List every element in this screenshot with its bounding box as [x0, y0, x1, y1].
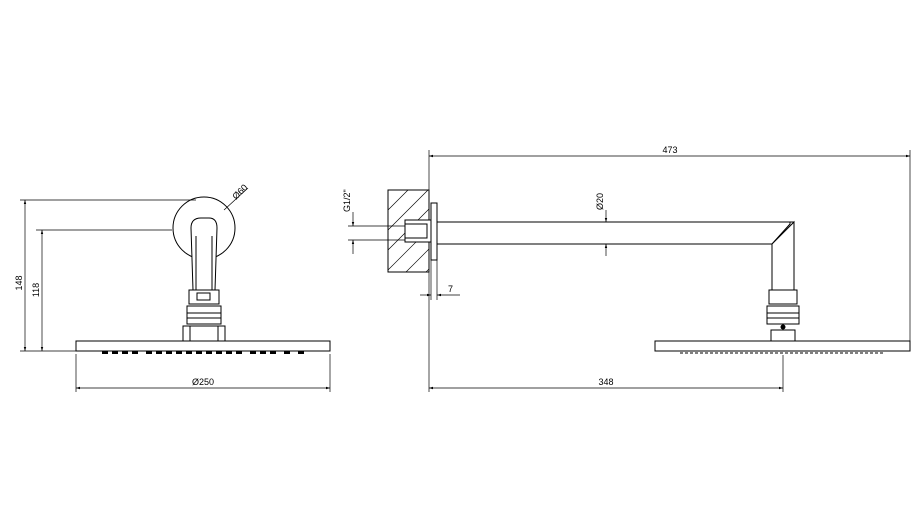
- dim-height-outer-label: 148: [14, 275, 24, 290]
- dim-total-length-label: 473: [662, 145, 677, 155]
- side-wall-flange: [430, 202, 438, 261]
- side-swivel-nut: [768, 289, 798, 305]
- front-ball-joint: [186, 305, 222, 325]
- side-head-plate: [654, 340, 911, 352]
- dim-thread-label: G1/2": [342, 189, 352, 212]
- side-view: 473 348 G1/2" Ø20 7: [342, 145, 911, 392]
- dim-flange-depth-label: 7: [448, 284, 453, 294]
- dim-head-diameter-label: Ø250: [192, 377, 214, 387]
- dim-arm-length-label: 348: [598, 377, 613, 387]
- side-arm: [436, 221, 791, 245]
- dim-flange-diameter-label: Ø60: [230, 182, 249, 201]
- front-arm: [190, 217, 218, 291]
- front-head-plate: [75, 340, 331, 352]
- front-head-connector: [182, 325, 226, 342]
- front-view: 148 118 Ø60 Ø250: [14, 182, 331, 392]
- side-ball-joint: [766, 305, 800, 325]
- front-nozzles: [102, 351, 304, 354]
- side-ball-center: [780, 324, 786, 330]
- dim-pipe-diameter-label: Ø20: [595, 193, 605, 210]
- dim-height-inner-label: 118: [31, 283, 41, 297]
- side-head-connector: [770, 329, 796, 342]
